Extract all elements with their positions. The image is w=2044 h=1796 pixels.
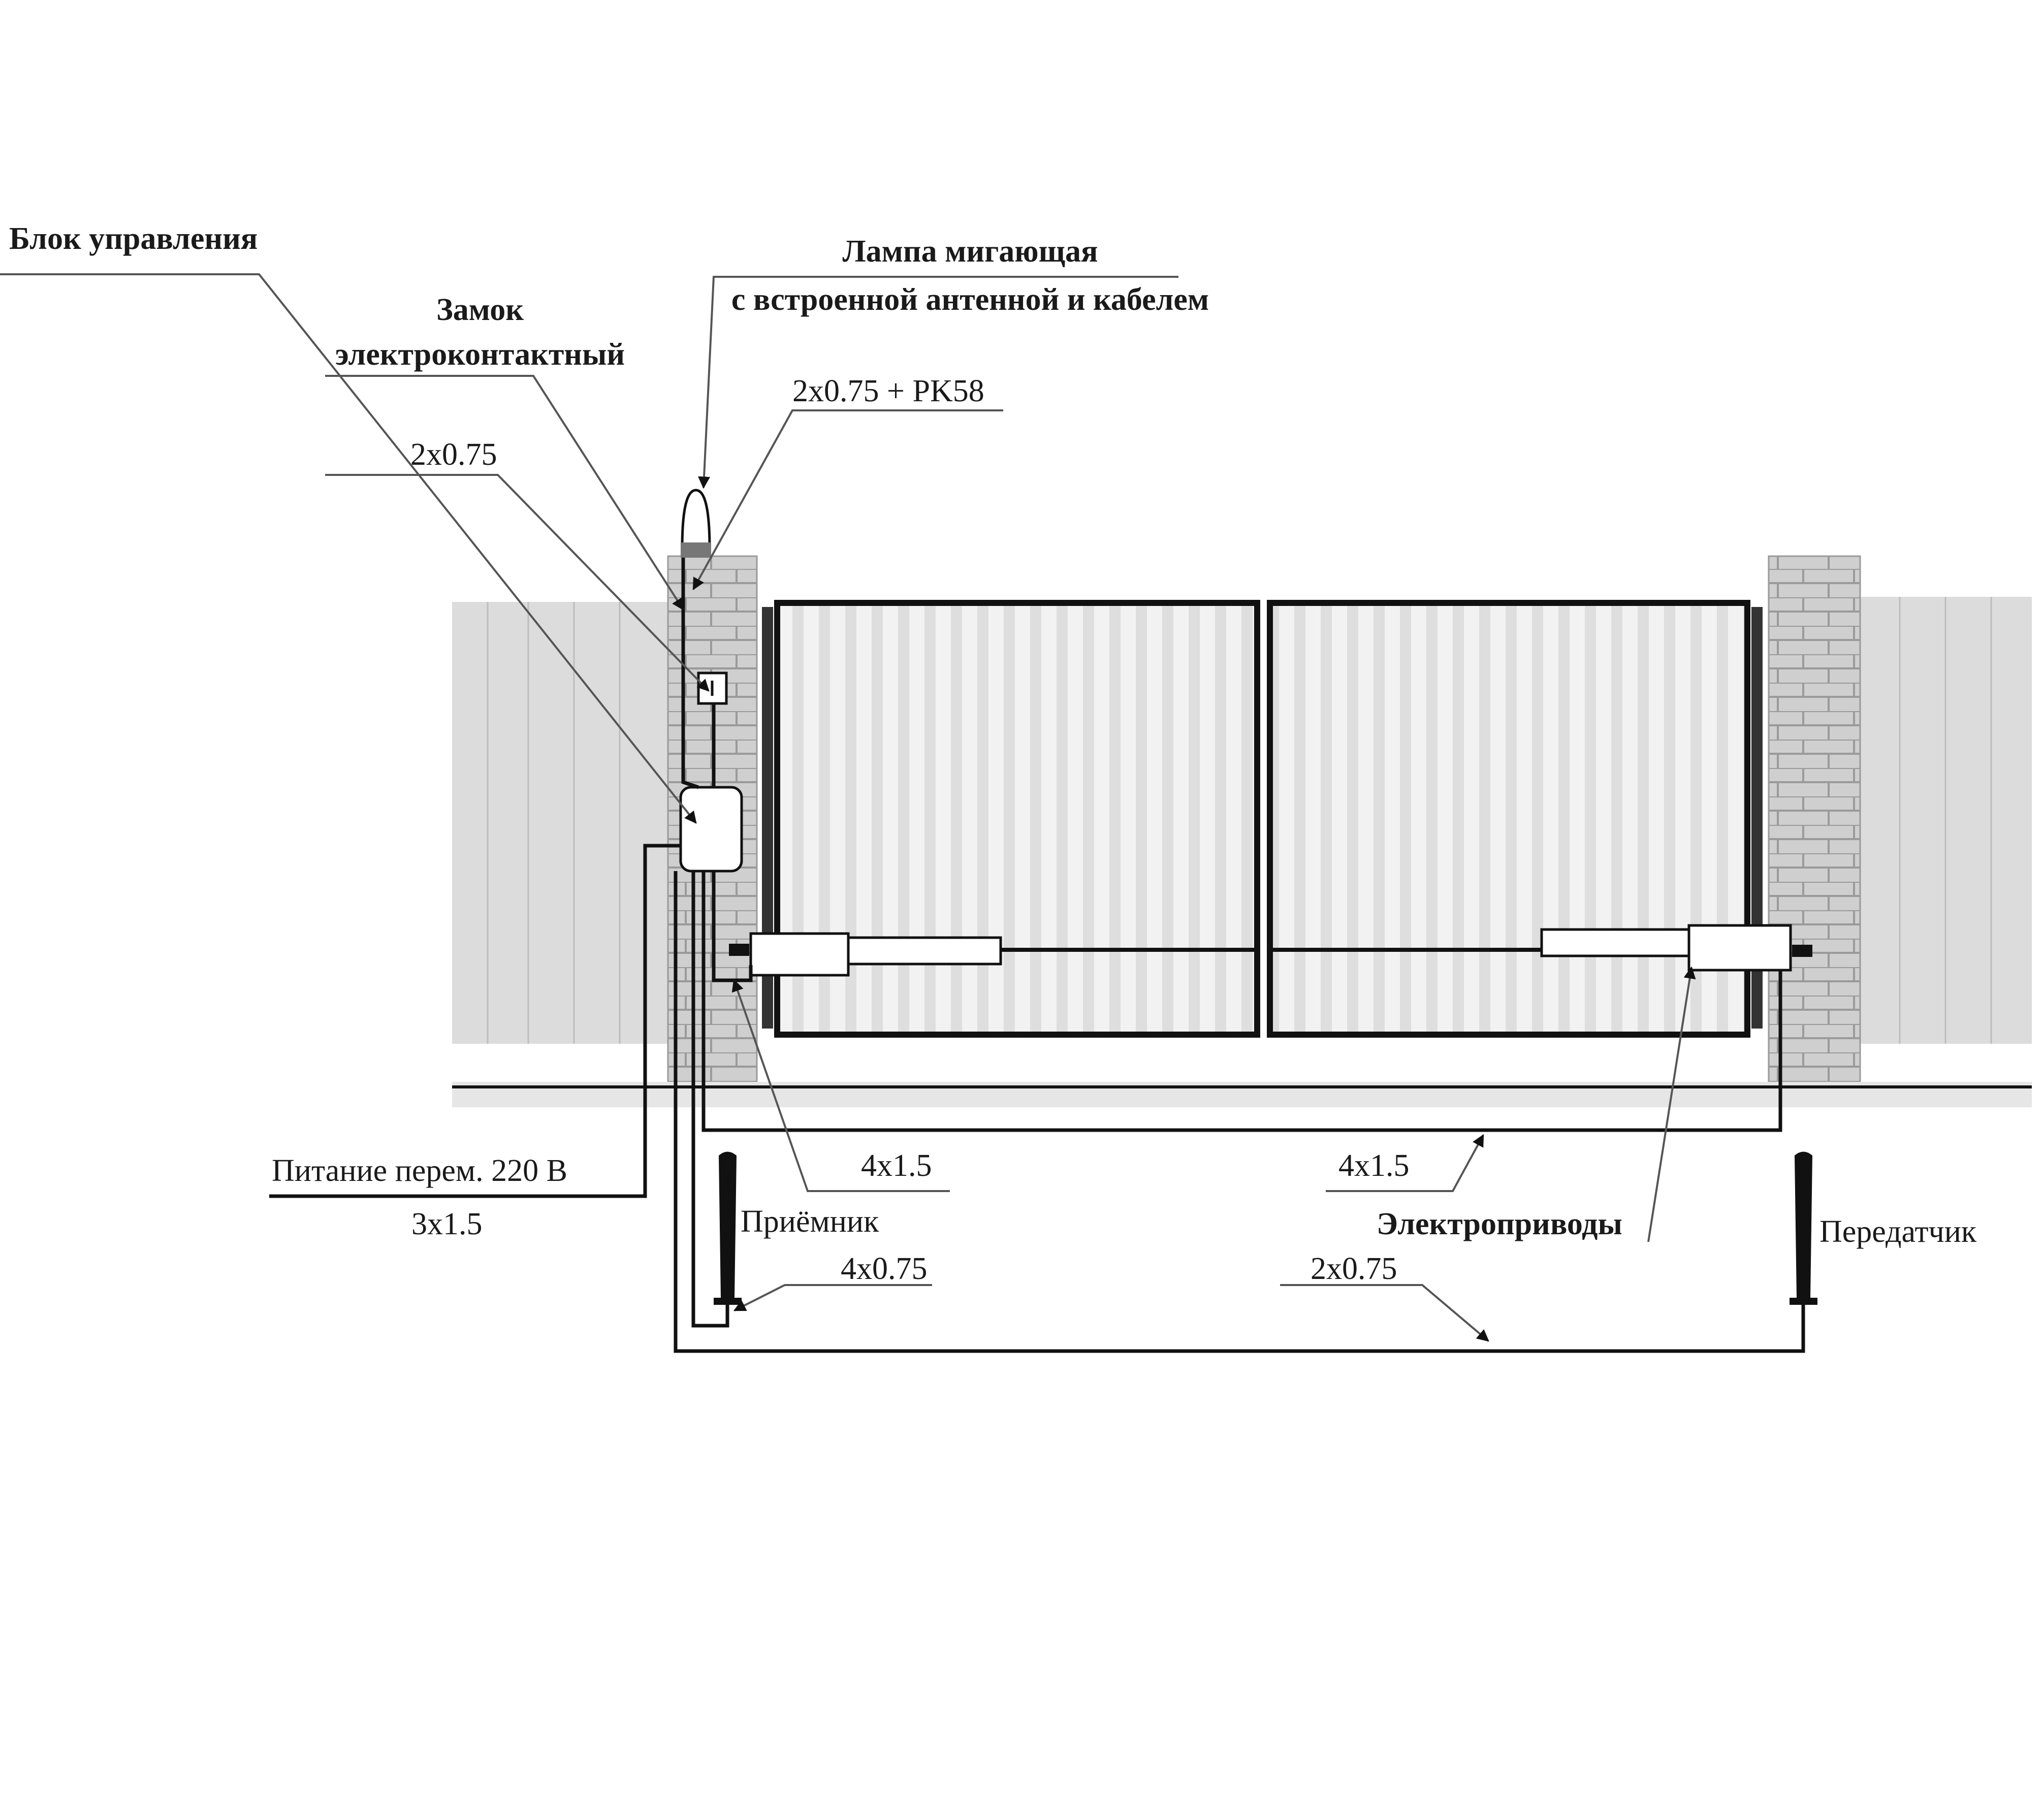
motors-label: Электроприводы bbox=[1377, 1207, 1622, 1241]
receiver-post bbox=[714, 1151, 742, 1305]
hinge-right bbox=[1751, 607, 1763, 1029]
ground bbox=[452, 1082, 2032, 1107]
flashing-lamp bbox=[681, 489, 711, 558]
leader-lines bbox=[0, 273, 1696, 1342]
motor-cable-left-label: 4x1.5 bbox=[861, 1148, 932, 1183]
right-brick-pillar bbox=[1768, 555, 1861, 1083]
lamp-label-line1: Лампа мигающая bbox=[842, 234, 1098, 269]
control-unit-label: Блок управления bbox=[9, 221, 258, 256]
power-cable-label: 3x1.5 bbox=[411, 1207, 483, 1241]
control-unit bbox=[679, 786, 743, 873]
lock-cable-label: 2x0.75 bbox=[410, 437, 497, 472]
receiver-cable-label: 4x0.75 bbox=[841, 1252, 928, 1286]
motor-cable-right-label: 4x1.5 bbox=[1338, 1148, 1410, 1183]
transmitter-cable-label: 2x0.75 bbox=[1311, 1252, 1397, 1286]
electric-lock bbox=[697, 671, 728, 705]
actuator-right bbox=[1540, 924, 1812, 972]
lamp-label-line2: с встроенной антенной и кабелем bbox=[731, 282, 1209, 317]
wiring bbox=[269, 558, 1805, 1353]
actuator-left bbox=[729, 932, 1002, 977]
transmitter-post bbox=[1790, 1151, 1817, 1305]
lock-label-line2: электроконтактный bbox=[335, 337, 625, 372]
lamp-cable-label: 2x0.75 + PK58 bbox=[792, 374, 984, 408]
gate-leaf-right bbox=[1267, 600, 1750, 1038]
right-fence bbox=[1857, 597, 2032, 1044]
receiver-label: Приёмник bbox=[741, 1204, 879, 1239]
power-label: Питание перем. 220 В bbox=[272, 1153, 567, 1188]
left-fence bbox=[452, 602, 668, 1044]
hinge-left bbox=[762, 607, 773, 1029]
transmitter-label: Передатчик bbox=[1819, 1214, 1977, 1249]
lock-label-line1: Замок bbox=[436, 293, 524, 327]
